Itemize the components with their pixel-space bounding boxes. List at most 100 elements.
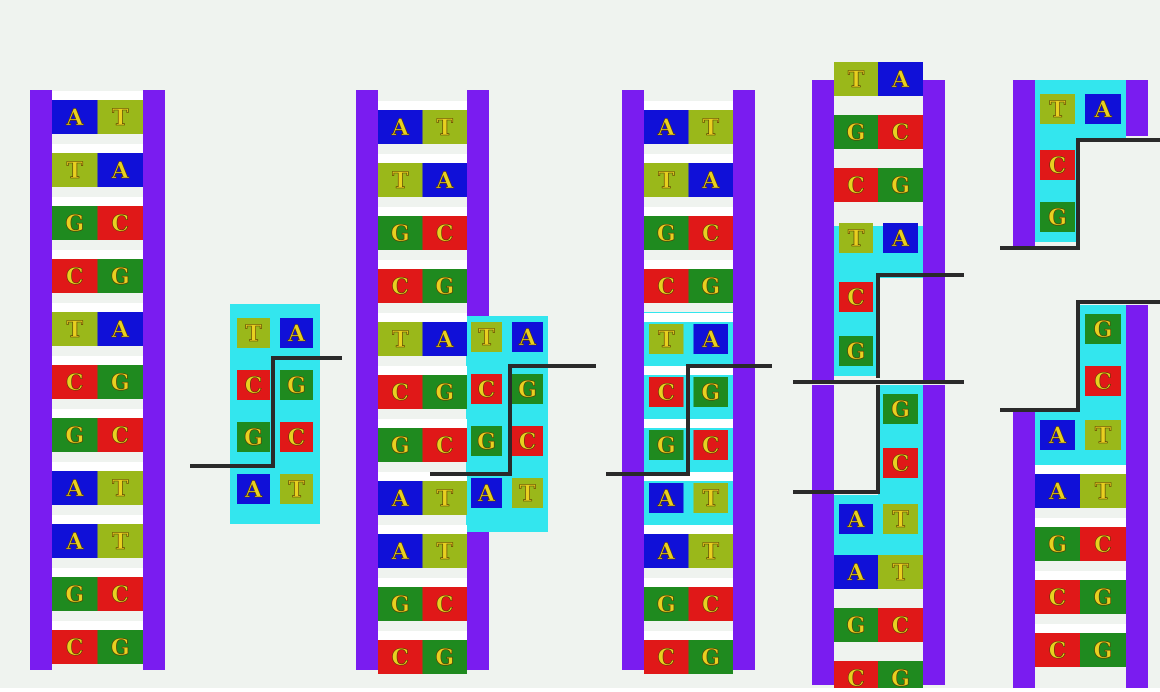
base-pair-gap bbox=[52, 621, 143, 630]
upper-backbone-right bbox=[923, 80, 945, 380]
base-C bbox=[378, 640, 423, 674]
base-A bbox=[280, 318, 313, 348]
base-A-letter: A bbox=[1048, 423, 1067, 449]
base-G-letter: G bbox=[1094, 638, 1113, 664]
base-C-letter: C bbox=[111, 211, 129, 237]
base-G-letter: G bbox=[65, 582, 84, 608]
base-G-letter: G bbox=[111, 264, 130, 290]
base-A-letter: A bbox=[477, 481, 496, 507]
base-G bbox=[378, 428, 423, 462]
base-T-letter: T bbox=[67, 317, 84, 343]
base-G bbox=[97, 259, 143, 293]
top-piece-backbone-right bbox=[1126, 80, 1148, 136]
base-T-letter: T bbox=[703, 115, 720, 141]
base-C bbox=[512, 426, 543, 456]
base-G-letter: G bbox=[891, 666, 910, 688]
base-pair-gap bbox=[1035, 518, 1126, 527]
base-G-letter: G bbox=[477, 429, 496, 455]
base-G bbox=[237, 422, 270, 452]
base-T-letter: T bbox=[848, 226, 865, 252]
base-A bbox=[52, 524, 98, 558]
base-pair-gap bbox=[1035, 465, 1126, 474]
base-pair-gap bbox=[378, 525, 467, 534]
base-C bbox=[52, 365, 98, 399]
base-T-letter: T bbox=[848, 67, 865, 93]
base-A-letter: A bbox=[65, 105, 84, 131]
top-piece-backbone-left bbox=[1013, 80, 1035, 248]
base-A-letter: A bbox=[1048, 479, 1067, 505]
base-T bbox=[422, 534, 467, 568]
base-C bbox=[688, 216, 733, 250]
base-G bbox=[1040, 202, 1075, 232]
base-pair-gap bbox=[378, 101, 467, 110]
bottom-piece-backbone-left bbox=[1013, 410, 1035, 690]
base-G-letter: G bbox=[1094, 585, 1113, 611]
base-pair-gap bbox=[378, 578, 467, 587]
base-C bbox=[644, 269, 689, 303]
base-pair-gap bbox=[378, 366, 467, 375]
base-C bbox=[1035, 580, 1080, 614]
base-T-letter: T bbox=[392, 327, 409, 353]
base-A-letter: A bbox=[1093, 97, 1112, 123]
base-C-letter: C bbox=[111, 423, 129, 449]
base-C bbox=[693, 430, 728, 460]
upper-backbone-left bbox=[812, 80, 834, 380]
base-A-letter: A bbox=[435, 327, 454, 353]
base-T bbox=[97, 100, 143, 134]
base-A bbox=[644, 110, 689, 144]
base-C-letter: C bbox=[436, 592, 454, 618]
base-T-letter: T bbox=[392, 168, 409, 194]
base-T-letter: T bbox=[892, 560, 909, 586]
base-T bbox=[422, 481, 467, 515]
base-T bbox=[280, 474, 313, 504]
base-A bbox=[1035, 474, 1080, 508]
base-G bbox=[280, 370, 313, 400]
base-T-letter: T bbox=[658, 327, 675, 353]
base-T bbox=[688, 110, 733, 144]
base-T bbox=[52, 312, 98, 346]
base-A bbox=[644, 534, 689, 568]
base-A bbox=[237, 474, 270, 504]
base-T-letter: T bbox=[437, 539, 454, 565]
bottom-piece-backbone-right bbox=[1126, 305, 1148, 690]
base-C bbox=[688, 587, 733, 621]
insert-cut-line bbox=[190, 356, 342, 468]
merged-cut-line bbox=[606, 364, 772, 476]
base-C-letter: C bbox=[657, 645, 675, 671]
base-C-letter: C bbox=[847, 666, 865, 688]
base-T bbox=[52, 153, 98, 187]
base-G bbox=[378, 587, 423, 621]
base-T bbox=[471, 322, 502, 352]
base-C bbox=[97, 577, 143, 611]
base-C bbox=[1085, 366, 1121, 396]
base-G-letter: G bbox=[891, 397, 910, 423]
base-T-letter: T bbox=[112, 105, 129, 131]
base-C bbox=[883, 448, 918, 478]
base-C-letter: C bbox=[391, 380, 409, 406]
base-pair-gap bbox=[52, 250, 143, 259]
base-G bbox=[1080, 633, 1126, 667]
base-C bbox=[649, 377, 684, 407]
base-pair-gap bbox=[378, 154, 467, 163]
base-G-letter: G bbox=[701, 380, 720, 406]
base-G-letter: G bbox=[435, 380, 454, 406]
base-pair-gap bbox=[644, 313, 733, 322]
base-pair-gap bbox=[644, 207, 733, 216]
base-C bbox=[471, 374, 502, 404]
base-T-letter: T bbox=[437, 486, 454, 512]
lower-cut-line bbox=[793, 385, 880, 494]
base-G-letter: G bbox=[391, 221, 410, 247]
base-A bbox=[52, 100, 98, 134]
base-A bbox=[1040, 420, 1075, 450]
base-T bbox=[644, 163, 689, 197]
base-A bbox=[52, 471, 98, 505]
base-G bbox=[834, 608, 878, 642]
base-pair-gap bbox=[52, 568, 143, 577]
base-C bbox=[280, 422, 313, 452]
base-G bbox=[1085, 314, 1121, 344]
base-A bbox=[834, 555, 878, 589]
base-C bbox=[378, 269, 423, 303]
base-G-letter: G bbox=[435, 274, 454, 300]
